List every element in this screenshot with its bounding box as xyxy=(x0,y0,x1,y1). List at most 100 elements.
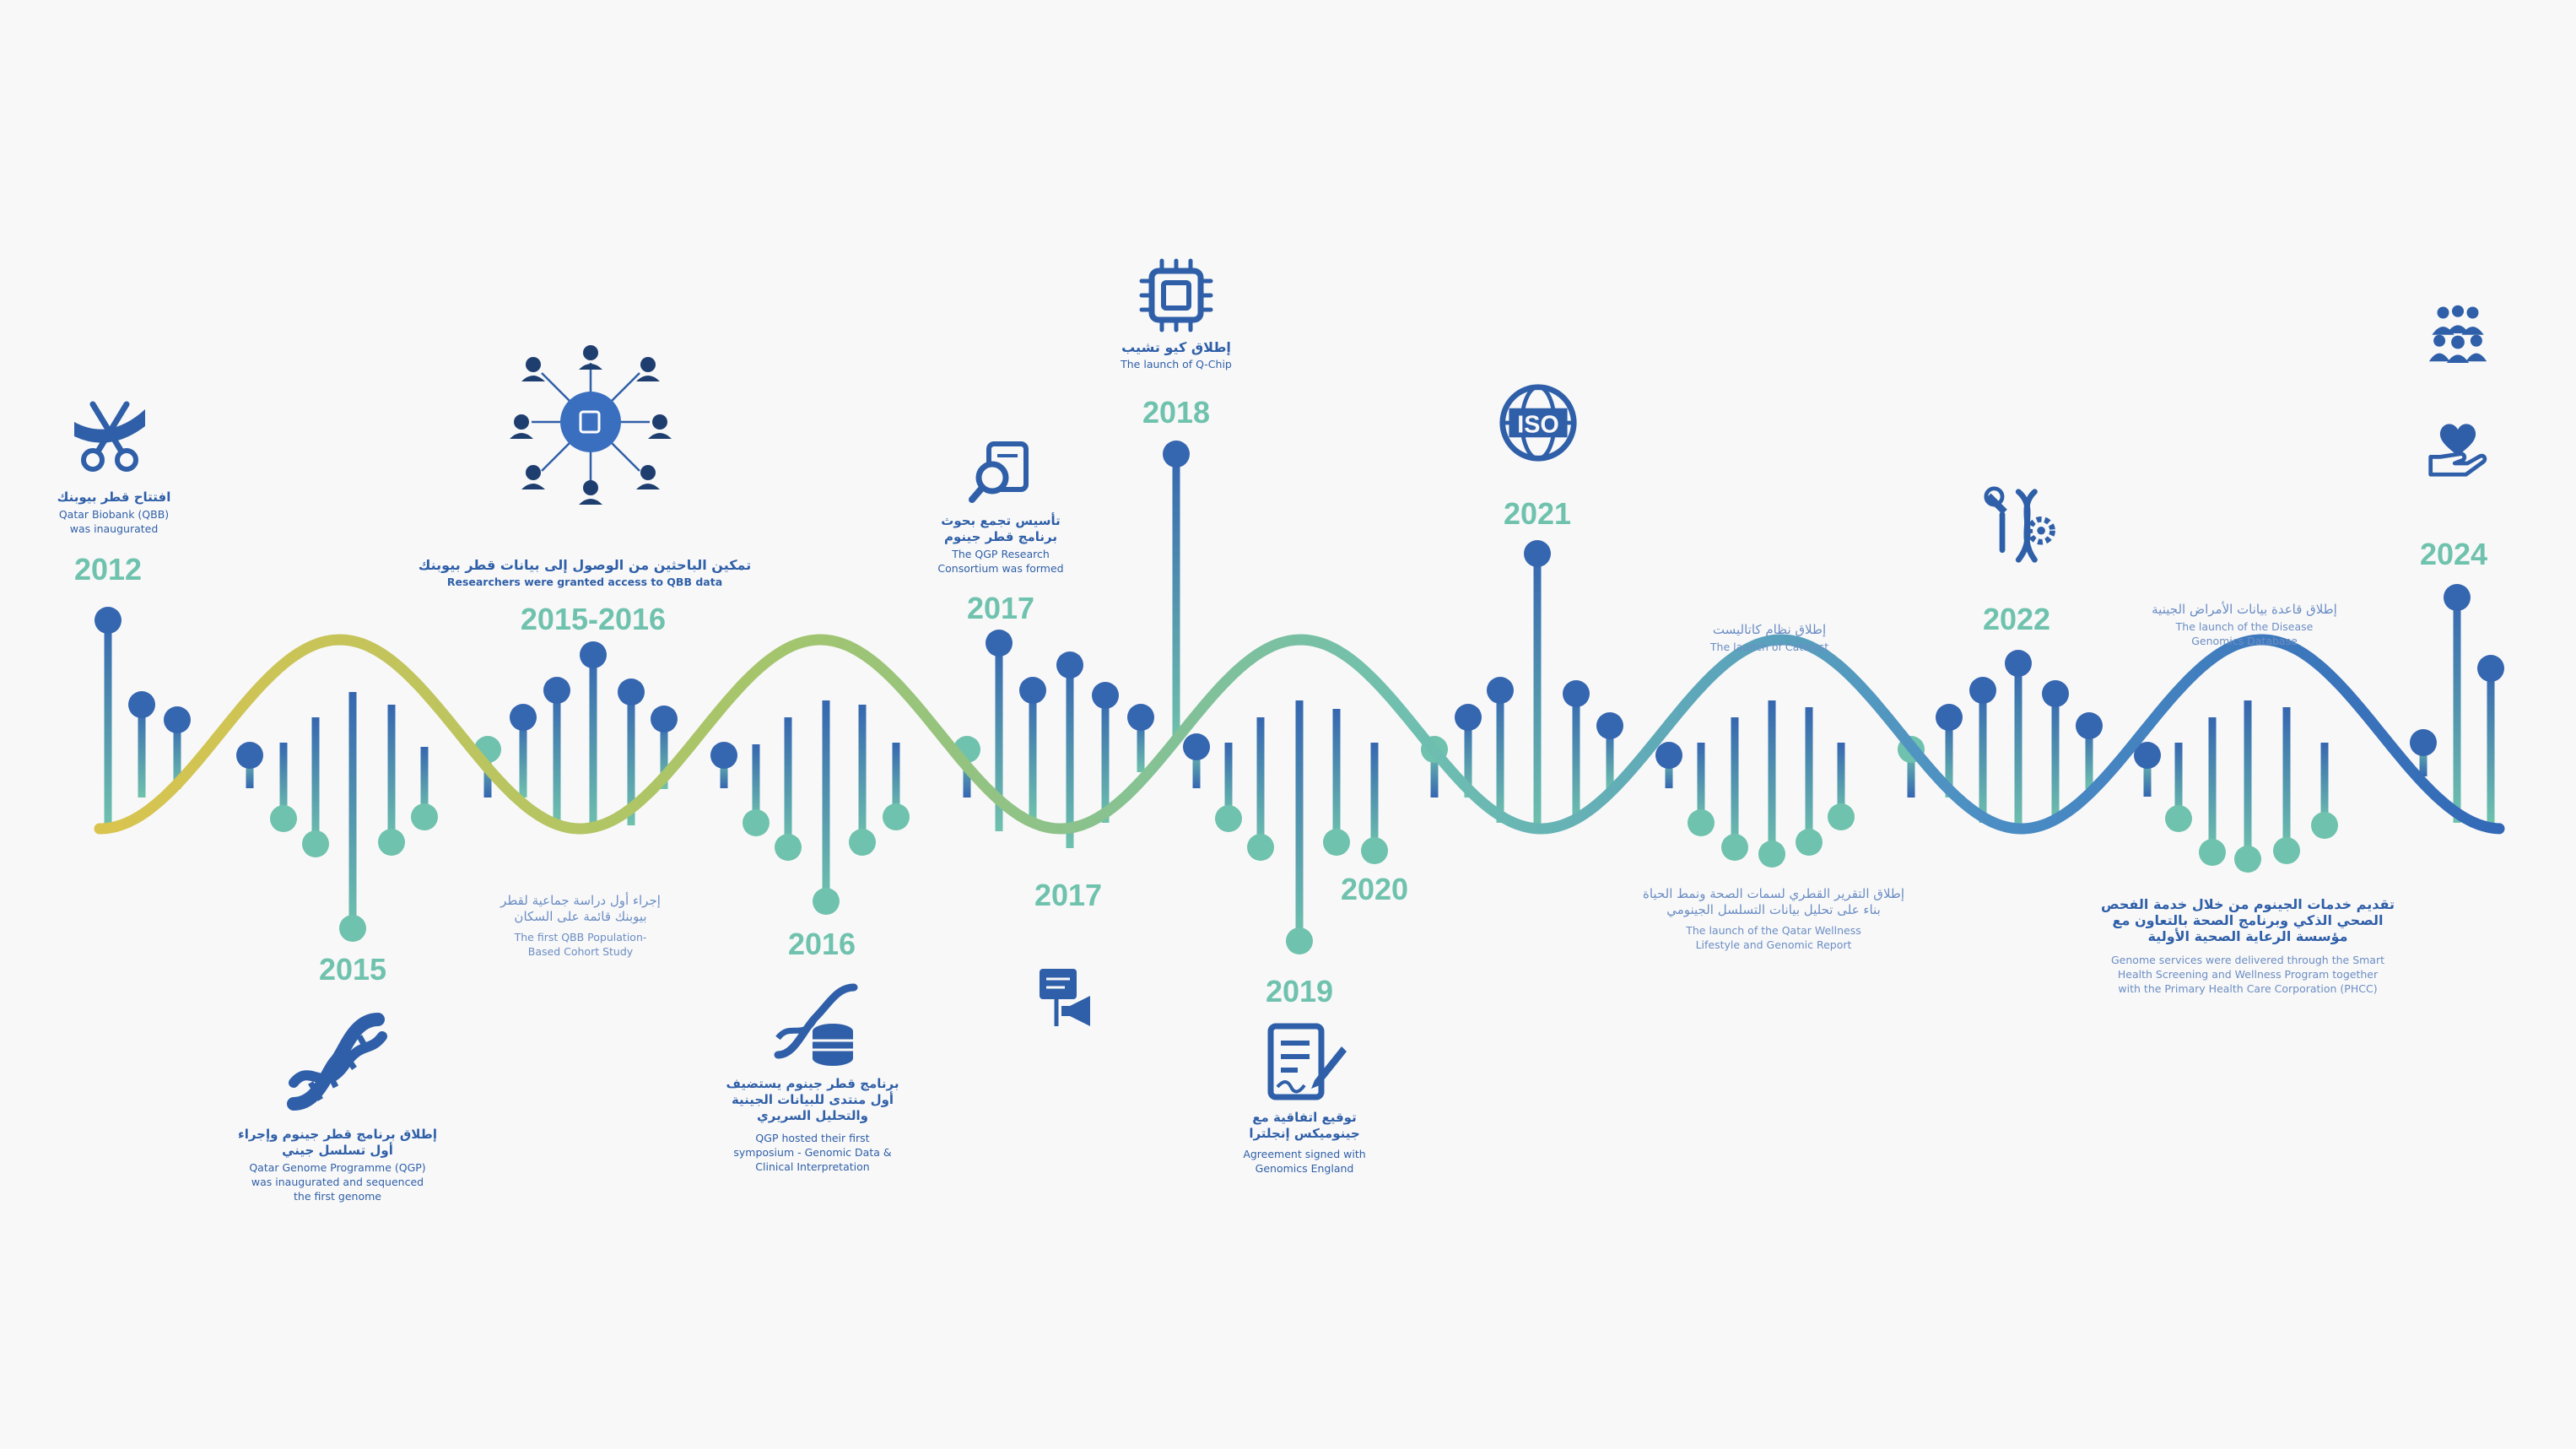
helix-stem xyxy=(1295,700,1304,941)
event-2012: افتتاح قطر بيوبنك Qatar Biobank (QBB) wa… xyxy=(57,489,171,536)
event-2015-english-1: Qatar Genome Programme (QGP) xyxy=(249,1161,426,1174)
helix-stem xyxy=(348,692,357,928)
year-2021: 2021 xyxy=(1503,496,1572,531)
helix-stem xyxy=(858,705,867,842)
helix-stem xyxy=(2014,663,2022,831)
scissors-ribbon-icon xyxy=(74,401,145,472)
helix-stem xyxy=(822,700,830,901)
helix-stem-dot xyxy=(2477,655,2504,682)
helix-stem xyxy=(892,743,900,817)
event-wellness-report-arabic-1: إطلاق التقرير القطري لسمات الصحة ونمط ال… xyxy=(1642,886,1905,901)
helix-stem xyxy=(995,643,1003,831)
helix-stem xyxy=(1697,743,1705,823)
event-2024-english-2: Health Screening and Wellness Program to… xyxy=(2117,968,2379,981)
helix-stem xyxy=(1945,717,1953,797)
event-2015-arabic-1: إطلاق برنامج قطر جينوم وإجراء xyxy=(238,1127,437,1142)
event-2016-cohort: إجراء أول دراسة جماعية لقطر بيوبنك قائمة… xyxy=(500,893,661,959)
year-2016: 2016 xyxy=(787,927,856,961)
event-2024-arabic-1: تقديم خدمات الجينوم من خلال خدمة الفحص xyxy=(2101,896,2395,912)
helix-stem-dot xyxy=(236,742,263,769)
event-2012-english-1: Qatar Biobank (QBB) xyxy=(58,508,170,521)
helix-stem xyxy=(1665,755,1673,788)
helix-stem-dot xyxy=(1361,837,1388,864)
helix-stem xyxy=(2143,755,2152,797)
helix-stem-dot xyxy=(1969,677,1996,704)
event-2015-english-2: was inaugurated and sequenced xyxy=(251,1176,424,1188)
event-2019: توقيع اتفاقية مع جينوميكس إنجلترا Agreem… xyxy=(1243,1110,1365,1176)
helix-stem-dot xyxy=(2273,837,2300,864)
researchers-network-icon xyxy=(510,345,672,505)
event-disease-db-english-2: Genomics Database xyxy=(2191,635,2298,647)
event-2017-consortium-arabic-1: تأسيس تجمع بحوث xyxy=(941,513,1061,528)
iso-globe-icon: ISO xyxy=(1499,384,1577,462)
event-catalyst: إطلاق نظام كاتاليست The launch of Cataly… xyxy=(1710,622,1828,654)
helix-stem xyxy=(752,744,760,823)
event-2016-english-2: symposium - Genomic Data & xyxy=(733,1146,892,1159)
helix-stem-dot xyxy=(618,679,645,706)
dna-gear-wrench-icon xyxy=(1984,486,2055,563)
helix-stem xyxy=(1029,690,1037,819)
helix-stem-dot xyxy=(339,915,366,942)
helix-stem xyxy=(2419,743,2427,776)
event-2024: تقديم خدمات الجينوم من خلال خدمة الفحص ا… xyxy=(2101,896,2395,996)
helix-stem-dot xyxy=(1655,742,1682,769)
event-2018-arabic: إطلاق كيو تشيب xyxy=(1121,339,1231,355)
helix-stem-dot xyxy=(1828,803,1855,830)
event-2024-arabic-3: مؤسسة الرعاية الصحية الأولية xyxy=(2147,928,2348,944)
helix-stem xyxy=(1464,717,1472,797)
helix-stem-dot xyxy=(2005,650,2032,677)
event-2017-consortium: تأسيس تجمع بحوث برنامج قطر جينوم The QGP… xyxy=(937,513,1063,576)
event-2019-arabic-1: توقيع اتفاقية مع xyxy=(1252,1110,1357,1125)
helix-stem-dot xyxy=(1563,680,1590,707)
helix-strand xyxy=(94,634,2505,835)
event-2016-cohort-english-1: The first QBB Population- xyxy=(514,931,647,943)
helix-stem xyxy=(1979,690,1987,823)
helix-stem xyxy=(784,717,792,847)
helix-stem-dot xyxy=(986,630,1013,657)
helix-stem-dot xyxy=(1796,829,1823,856)
year-2017-bottom: 2017 xyxy=(1034,878,1103,912)
helix-stem-dot xyxy=(1487,677,1514,704)
helix-stem xyxy=(1224,743,1233,819)
helix-stem-dot xyxy=(849,829,876,856)
helix-stem-dot xyxy=(1323,829,1350,856)
event-2015-2016-english: Researchers were granted access to QBB d… xyxy=(446,576,723,588)
helix-stem xyxy=(246,755,254,788)
helix-stems xyxy=(95,441,2504,954)
helix-stem xyxy=(1101,695,1110,823)
helix-stem-dot xyxy=(1758,841,1785,868)
helix-stem-dot xyxy=(1247,834,1274,861)
helix-stem xyxy=(720,755,728,788)
helix-stem xyxy=(1256,717,1265,847)
helix-stem xyxy=(1606,726,1614,789)
helix-stem-dot xyxy=(580,641,607,668)
helix-stem xyxy=(1066,665,1074,848)
helix-stem-dot xyxy=(2234,846,2261,873)
helix-stem-dot xyxy=(128,691,155,718)
helix-stem xyxy=(1731,717,1739,847)
event-2015-english-3: the first genome xyxy=(294,1190,381,1203)
year-2018: 2018 xyxy=(1142,395,1211,430)
helix-stem-dot xyxy=(543,677,570,704)
year-2015-2016: 2015-2016 xyxy=(520,602,667,636)
helix-stem xyxy=(519,717,527,797)
event-2019-english-1: Agreement signed with xyxy=(1243,1148,1366,1160)
year-2022: 2022 xyxy=(1982,602,2051,636)
helix-stem xyxy=(420,747,429,817)
helix-stem-dot xyxy=(2165,805,2192,832)
helix-stem-dot xyxy=(1721,834,1748,861)
helix-stem xyxy=(2244,700,2252,859)
helix-stem-dot xyxy=(2444,584,2471,611)
event-2012-arabic: افتتاح قطر بيوبنك xyxy=(57,489,171,505)
helix-stem xyxy=(2051,694,2060,823)
helix-stem-dot xyxy=(1688,809,1715,836)
helix-stem xyxy=(387,705,396,842)
helix-stem-dot xyxy=(1455,704,1482,731)
year-2015: 2015 xyxy=(318,952,387,987)
helix-stem xyxy=(1137,717,1145,772)
helix-stem-dot xyxy=(302,830,329,857)
helix-stem xyxy=(2320,743,2329,825)
event-2016-english-3: Clinical Interpretation xyxy=(755,1160,870,1173)
helix-stem xyxy=(2282,707,2291,851)
